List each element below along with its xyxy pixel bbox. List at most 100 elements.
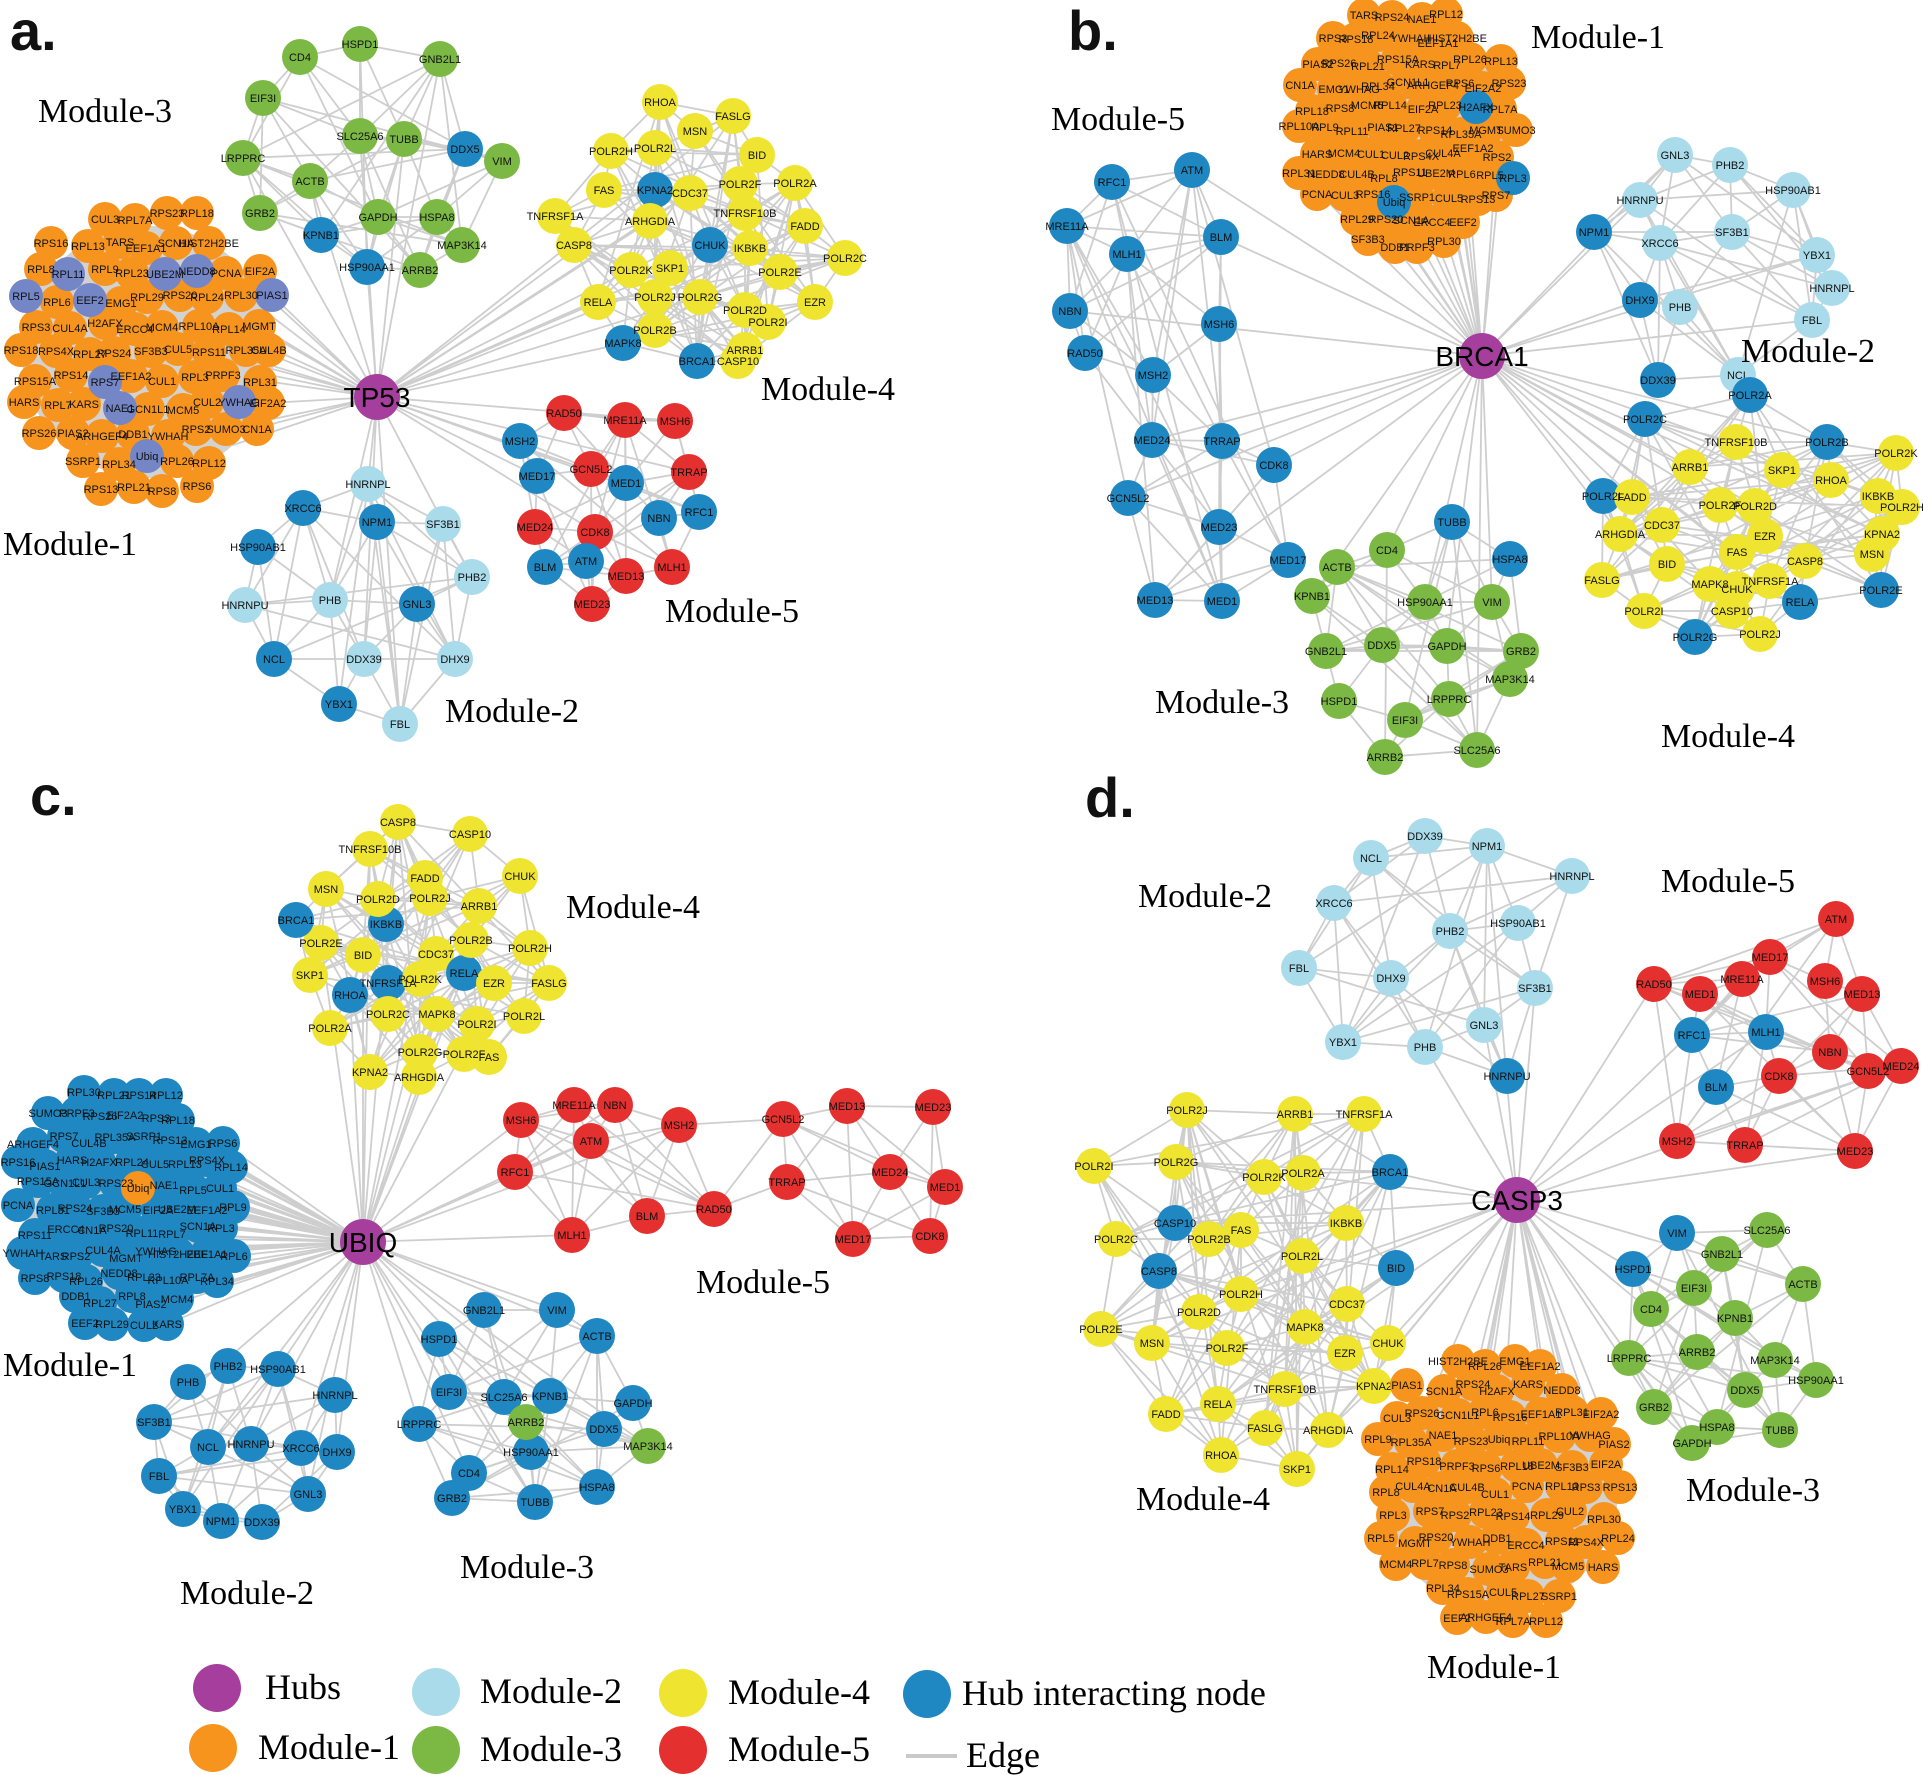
svg-text:Module-1: Module-1 (258, 1727, 400, 1767)
svg-text:POLR2C: POLR2C (1623, 414, 1667, 426)
svg-text:RPS6: RPS6 (183, 481, 212, 493)
svg-text:MAPK8: MAPK8 (1286, 1322, 1323, 1334)
svg-text:CUL2: CUL2 (1381, 150, 1409, 162)
svg-text:HSP90AA1: HSP90AA1 (1788, 1375, 1844, 1387)
svg-text:BID: BID (354, 950, 372, 962)
svg-text:TUBB: TUBB (1765, 1425, 1794, 1437)
svg-text:FASLG: FASLG (1247, 1423, 1282, 1435)
svg-text:KARS: KARS (152, 1319, 182, 1331)
svg-text:HSPA8: HSPA8 (1699, 1422, 1734, 1434)
svg-text:RPS13: RPS13 (1603, 1482, 1638, 1494)
svg-text:ARHGDIA: ARHGDIA (1595, 529, 1646, 541)
svg-text:RPS24: RPS24 (1375, 12, 1410, 24)
svg-text:BLM: BLM (636, 1211, 659, 1223)
svg-text:GNL3: GNL3 (1661, 150, 1690, 162)
svg-text:GRB2: GRB2 (245, 208, 275, 220)
svg-text:MAPK8: MAPK8 (418, 1009, 455, 1021)
svg-text:MRE11A: MRE11A (552, 1100, 596, 1112)
svg-text:RPL7A: RPL7A (118, 215, 154, 227)
svg-text:PHB: PHB (1669, 302, 1692, 314)
svg-text:POLR2B: POLR2B (1187, 1234, 1230, 1246)
svg-text:MED13: MED13 (829, 1101, 866, 1113)
svg-text:KPNA2: KPNA2 (637, 185, 673, 197)
svg-text:CUL2: CUL2 (1556, 1506, 1584, 1518)
svg-text:DHX9: DHX9 (440, 654, 469, 666)
svg-text:RPS11: RPS11 (1393, 167, 1427, 179)
svg-text:GNL3: GNL3 (403, 599, 432, 611)
svg-text:RFC1: RFC1 (685, 507, 714, 519)
svg-text:RPS4X: RPS4X (1568, 1537, 1605, 1549)
svg-text:RPL8: RPL8 (1372, 1487, 1400, 1499)
svg-text:TNFRSF1A: TNFRSF1A (360, 978, 418, 990)
svg-text:RELA: RELA (1786, 597, 1815, 609)
svg-text:PIAS1: PIAS1 (1391, 1380, 1422, 1392)
svg-text:MED17: MED17 (519, 471, 556, 483)
svg-text:RPS24: RPS24 (1456, 1379, 1491, 1391)
svg-text:GNB2L1: GNB2L1 (463, 1305, 505, 1317)
svg-text:NEDD8: NEDD8 (1307, 169, 1344, 181)
svg-text:MRE11A: MRE11A (1720, 974, 1764, 986)
svg-text:EMG1: EMG1 (105, 298, 136, 310)
svg-text:KPNA2: KPNA2 (352, 1067, 388, 1079)
svg-text:SCN1A: SCN1A (158, 238, 195, 250)
svg-text:POLR2A: POLR2A (773, 178, 817, 190)
svg-text:NPM1: NPM1 (206, 1516, 237, 1528)
svg-text:HNRNPU: HNRNPU (221, 600, 268, 612)
svg-text:EZR: EZR (483, 978, 505, 990)
svg-text:Ubiq: Ubiq (1488, 1434, 1511, 1446)
svg-text:MED23: MED23 (915, 1102, 952, 1114)
svg-text:RPS3: RPS3 (142, 1113, 171, 1125)
svg-text:POLR2E: POLR2E (299, 938, 342, 950)
svg-text:SF3B3: SF3B3 (1351, 234, 1385, 246)
svg-text:POLR2G: POLR2G (398, 1047, 443, 1059)
svg-text:NCL: NCL (197, 1442, 219, 1454)
svg-text:ARRB2: ARRB2 (1367, 752, 1404, 764)
svg-text:RPL29: RPL29 (95, 1319, 129, 1331)
svg-text:RPS7: RPS7 (1482, 190, 1511, 202)
svg-text:RPS8: RPS8 (1439, 1560, 1468, 1572)
svg-text:EEF2: EEF2 (1449, 217, 1477, 229)
svg-text:NPM1: NPM1 (1579, 227, 1610, 239)
svg-text:H2AFX: H2AFX (87, 318, 123, 330)
svg-text:HSP90AB1: HSP90AB1 (1765, 185, 1821, 197)
svg-text:ARHGEF4: ARHGEF4 (1460, 1612, 1512, 1624)
svg-text:CASP10: CASP10 (1711, 606, 1753, 618)
svg-text:PHB: PHB (1414, 1042, 1437, 1054)
svg-text:RPL7A: RPL7A (1496, 1616, 1532, 1628)
svg-text:SKP1: SKP1 (1768, 465, 1796, 477)
svg-text:RPL14: RPL14 (212, 324, 246, 336)
svg-text:KARS: KARS (1405, 59, 1435, 71)
svg-text:RAD50: RAD50 (1636, 979, 1671, 991)
svg-text:RPS14: RPS14 (1418, 125, 1453, 137)
svg-text:PIAS1: PIAS1 (1367, 122, 1398, 134)
svg-text:CASP8: CASP8 (556, 240, 592, 252)
svg-text:RPL35A: RPL35A (1391, 1437, 1433, 1449)
svg-text:NAE1: NAE1 (150, 1180, 179, 1192)
svg-text:SF3B3: SF3B3 (134, 346, 168, 358)
svg-text:POLR2I: POLR2I (457, 1019, 496, 1031)
svg-text:CUL5: CUL5 (164, 344, 192, 356)
svg-text:POLR2G: POLR2G (1154, 1157, 1199, 1169)
svg-text:POLR2J: POLR2J (1166, 1105, 1208, 1117)
svg-text:BLM: BLM (534, 562, 557, 574)
svg-text:ARHGDIA: ARHGDIA (394, 1072, 445, 1084)
svg-text:HIST2H2BE: HIST2H2BE (148, 1249, 208, 1261)
svg-text:MCM5: MCM5 (1552, 1561, 1584, 1573)
svg-text:CUL4B: CUL4B (71, 1138, 106, 1150)
svg-text:PIAS1: PIAS1 (29, 1161, 60, 1173)
svg-text:GCN1L1: GCN1L1 (1437, 1410, 1480, 1422)
svg-text:CDC37: CDC37 (1329, 1299, 1365, 1311)
svg-text:RPS2: RPS2 (1483, 152, 1512, 164)
svg-text:RPS26: RPS26 (1322, 58, 1357, 70)
svg-text:ERCC4: ERCC4 (116, 324, 153, 336)
svg-text:FAS: FAS (479, 1052, 500, 1064)
svg-text:HARS: HARS (57, 1155, 88, 1167)
svg-text:MLH1: MLH1 (1112, 249, 1141, 261)
svg-text:EZR: EZR (804, 297, 826, 309)
svg-text:Module-1: Module-1 (3, 1347, 137, 1384)
svg-text:RPL18: RPL18 (180, 208, 214, 220)
svg-text:CUL5: CUL5 (1489, 1587, 1517, 1599)
svg-text:MSH2: MSH2 (505, 436, 536, 448)
svg-text:RPS13: RPS13 (153, 1135, 188, 1147)
svg-text:POLR2L: POLR2L (634, 143, 676, 155)
